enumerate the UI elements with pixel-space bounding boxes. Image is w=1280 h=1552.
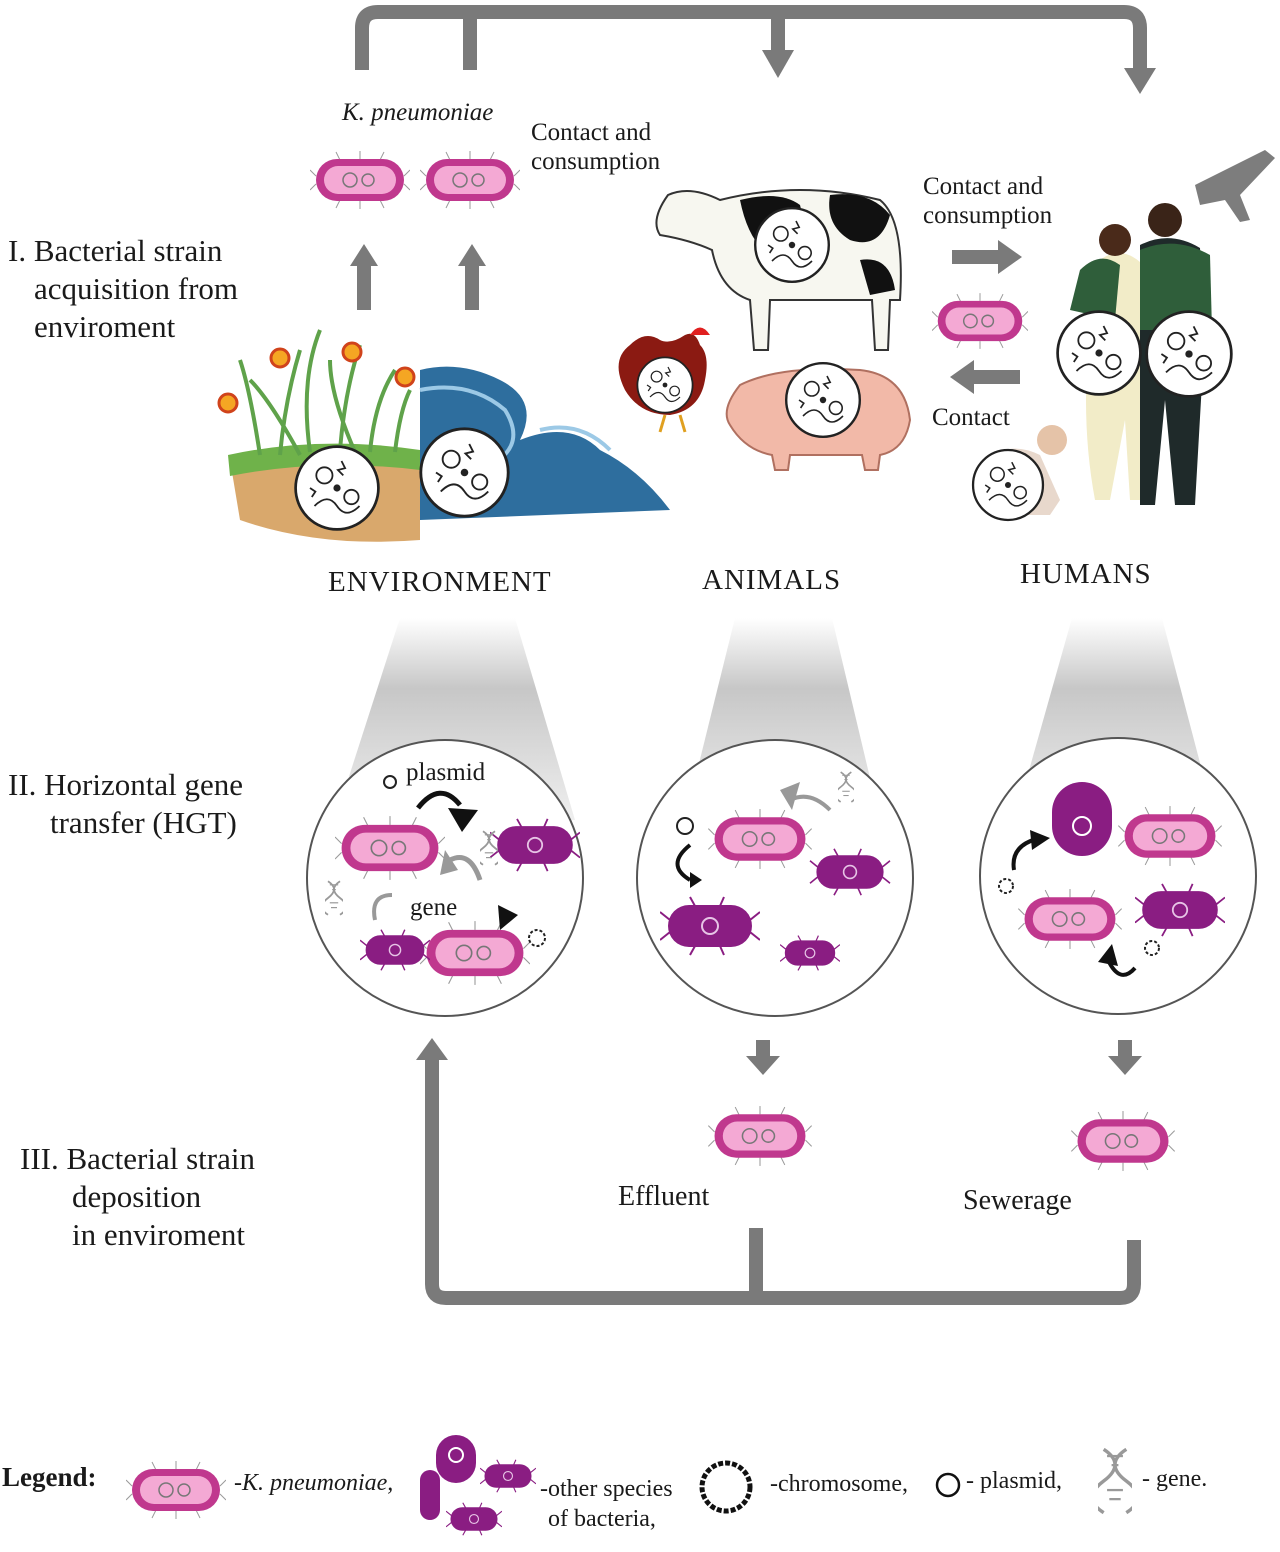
stage-3-line-1: III. Bacterial strain [20,1141,255,1176]
gene-label: gene [410,894,458,921]
humans-illustration [971,150,1275,522]
arrow-left-contact [950,360,1020,394]
stage-3-line-2: deposition [72,1179,202,1214]
arrow-head-animals [762,50,794,78]
kp-cell-top-2 [420,150,520,210]
contact-consumption-1-line-2: consumption [531,148,661,175]
kp-cell-sewerage [1070,1110,1176,1172]
legend-plasmid-icon [935,1472,961,1498]
column-title-humans: HUMANS [1020,558,1152,590]
legend-chromosome-label: -chromosome, [770,1471,908,1497]
environment-illustration [217,329,670,542]
stage-2-label: II. Horizontal gene transfer (HGT) [8,766,243,842]
stage-1-label: I. Bacterial strain acquisition from env… [8,232,238,346]
stage-1-line-3: enviroment [34,309,176,344]
top-bracket-arrow [355,5,1147,70]
arrow-head-environment [416,1038,448,1060]
stage-1-line-1: I. Bacterial strain [8,233,223,268]
effluent-label: Effluent [618,1181,710,1212]
kp-cell-top-1 [310,150,410,210]
contact-consumption-2-line-2: consumption [923,202,1053,229]
stage-2-line-2: transfer (HGT) [50,805,237,840]
hgt-circle-environment [306,739,584,1017]
column-title-environment: ENVIRONMENT [328,566,552,598]
legend-title: Legend: [2,1462,97,1492]
stage-3-label: III. Bacterial strain deposition in envi… [20,1140,255,1254]
stage-1-line-2: acquisition from [34,271,239,306]
stage-3-line-3: in enviroment [72,1217,246,1252]
kp-cell-animal-human [932,292,1028,350]
up-arrows-environment [350,244,486,310]
stage-2-line-1: II. Horizontal gene [8,767,243,802]
legend-kp-icon [126,1460,226,1520]
pig-illustration [725,362,912,471]
legend-chromosome-icon [699,1460,753,1514]
hgt-circle-animals [636,739,914,1017]
arrow-head-humans [1124,68,1156,94]
sewerage-label: Sewerage [963,1185,1072,1216]
hgt-circle-humans [979,737,1257,1015]
down-arrow-humans [1108,1040,1142,1075]
contact-consumption-1-line-1: Contact and [531,119,652,146]
legend-kp-label: -K. pneumoniae, [234,1470,394,1496]
legend-other-bacteria-icon [420,1435,536,1537]
legend-plasmid-label: - plasmid, [966,1468,1062,1494]
kp-cell-effluent [707,1105,813,1167]
chicken-illustration [618,327,710,433]
legend-other-line-1: -other species [540,1476,673,1502]
legend-other-label: -other species of bacteria, [540,1474,673,1534]
arrow-right-contact-consumption [952,240,1022,274]
contact-consumption-2-line-1: Contact and [923,173,1044,200]
down-arrow-animals [746,1040,780,1075]
contact-consumption-label-2: Contact and consumption [923,172,1052,230]
plasmid-label: plasmid [406,759,486,786]
kp-label: K. pneumoniae [342,99,494,126]
cow-illustration [655,189,902,351]
bottom-return-arrow [425,1058,1141,1305]
legend-gene-icon [1098,1447,1132,1515]
contact-consumption-label-1: Contact and consumption [531,118,660,176]
legend-other-line-2: of bacteria, [548,1506,656,1532]
contact-label: Contact [932,404,1010,431]
column-title-animals: ANIMALS [702,564,842,596]
legend-gene-label: - gene. [1142,1466,1208,1492]
